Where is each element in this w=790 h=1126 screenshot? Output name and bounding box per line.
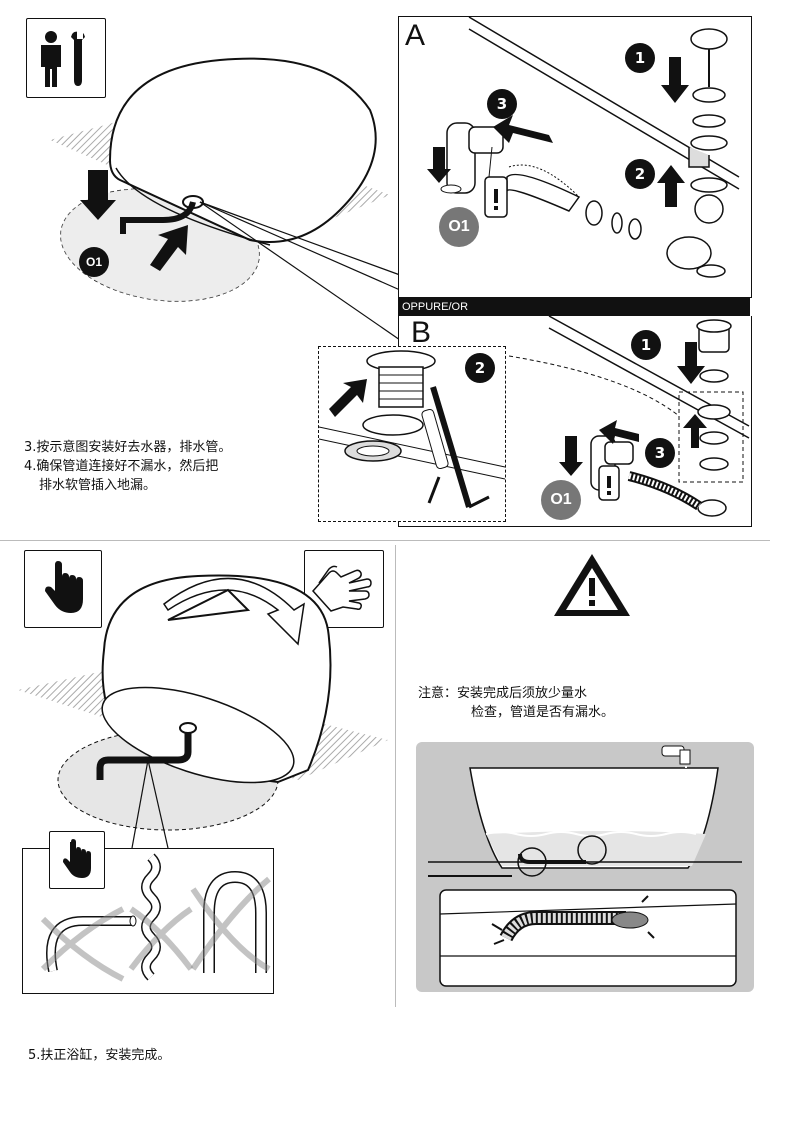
worker-wrench-icon [41,29,85,87]
panel-a-step-2: 2 [625,159,655,189]
vertical-divider [395,545,396,1007]
hand-icon-box [24,550,102,628]
step-5-instruction: 5.扶正浴缸，安装完成。 [28,1048,171,1063]
panel-b-step-3: 3 [645,438,675,468]
hose-hand-icon-box [49,831,105,889]
step-34-instructions: 3.按示意图安装好去水器，排水管。 4.确保管道连接好不漏水，然后把 排水软管插… [24,438,304,495]
panel-a-step-1: 1 [625,43,655,73]
step-4-line: 4.确保管道连接好不漏水，然后把 [24,459,219,474]
warning-line-1: 注意：安装完成后须放少量水 [418,686,588,701]
o1-badge: O1 [79,247,109,277]
panel-a: A 1 2 3 O1 [398,16,752,298]
step-4-continuation: 排水软管插入地漏。 [39,478,157,493]
hose-kink-examples [40,853,271,982]
hand-icon [45,561,83,613]
step-3-line: 3.按示意图安装好去水器，排水管。 [24,440,232,455]
panel-a-o1-badge: O1 [439,207,479,247]
panel-b-detail-step-2: 2 [465,353,495,383]
oppure-or-banner: OPPURE/OR [398,298,750,316]
leak-check-illustration [428,745,742,987]
warning-notice: 注意：安装完成后须放少量水 检查，管道是否有漏水。 [418,684,718,722]
tub-drain-illustration [50,57,401,341]
panel-b-letter: B [411,316,432,349]
panel-b-detail: 2 [318,346,506,522]
overflow-fitting-illustration [318,350,506,509]
warning-triangle-icon [554,554,630,616]
warning-line-2: 检查，管道是否有漏水。 [471,705,615,720]
drain-assembly-a [427,16,740,278]
panel-b-step-1: 1 [631,330,661,360]
worker-wrench-icon-box [26,18,106,98]
horizontal-divider [0,540,770,541]
gloves-icon [311,565,372,612]
panel-b-o1-badge: O1 [541,480,581,520]
faucet-icon [662,746,663,747]
panel-a-letter: A [405,19,426,52]
panel-a-step-3: 3 [487,89,517,119]
hose-tips-panel [22,831,274,994]
tub-upright-illustration [18,574,388,849]
leak-check-panel [416,742,754,992]
drain-assembly-b [508,315,750,517]
hand-icon-small [63,839,91,878]
